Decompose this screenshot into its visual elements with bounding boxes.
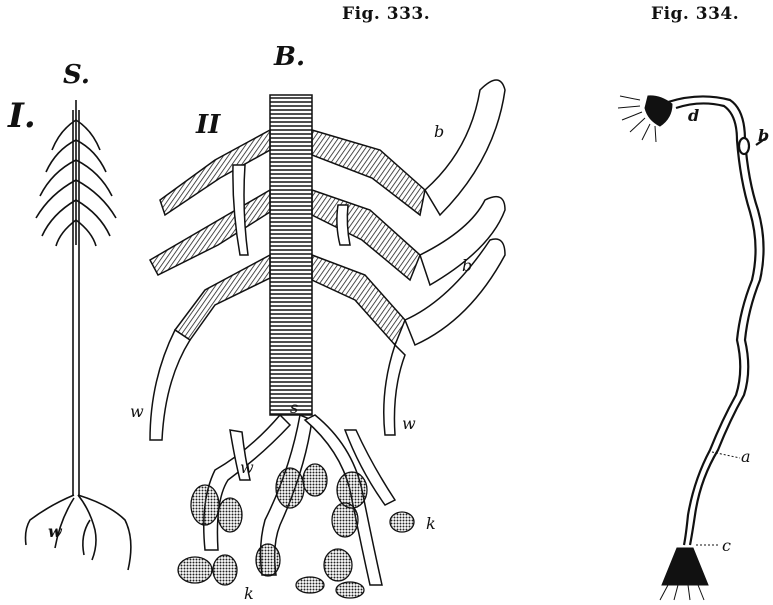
label-k-right: k bbox=[426, 514, 436, 533]
label-c: c bbox=[722, 536, 731, 555]
label-b-lower: b bbox=[462, 256, 472, 275]
label-d: d bbox=[688, 106, 699, 125]
label-s-center: s bbox=[290, 398, 298, 417]
label-b-334: b bbox=[758, 126, 769, 145]
label-k-bottom: k bbox=[244, 584, 254, 603]
label-w-left: w bbox=[130, 402, 144, 421]
label-w-left-plant: w bbox=[48, 522, 62, 541]
label-a: a bbox=[741, 447, 751, 466]
label-b-top: B. bbox=[274, 42, 305, 72]
label-roman-one: I. bbox=[8, 96, 36, 136]
plant-one bbox=[26, 100, 131, 570]
label-b-upper: b bbox=[434, 122, 444, 141]
label-s-top: S. bbox=[63, 60, 90, 90]
label-roman-two: II bbox=[196, 110, 220, 140]
label-w-center: w bbox=[240, 458, 254, 477]
figure-334-drawing bbox=[668, 96, 766, 545]
label-w-right: w bbox=[402, 414, 416, 433]
